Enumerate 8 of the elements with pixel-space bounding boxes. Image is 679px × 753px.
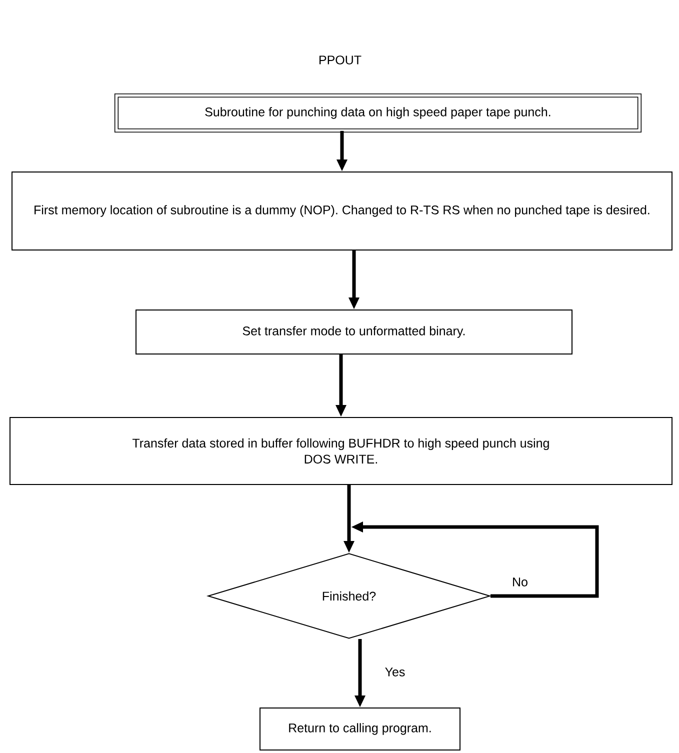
- edge-label: No: [510, 576, 530, 588]
- process-box: Set transfer mode to unformatted binary.: [136, 310, 572, 354]
- title: PPOUT: [319, 56, 362, 64]
- process-box: Return to calling program.: [260, 708, 460, 750]
- process-box: Transfer data stored in buffer following BUFHDR to high speed punch using DOS WRITE.: [10, 417, 672, 485]
- process-box: First memory location of subroutine is a dummy (NOP). Changed to R-TS RS when no punched tape is desired.: [12, 172, 672, 250]
- start-box: Subroutine for punching data on high speed paper tape punch.: [114, 93, 642, 133]
- edge-label: Yes: [383, 666, 407, 678]
